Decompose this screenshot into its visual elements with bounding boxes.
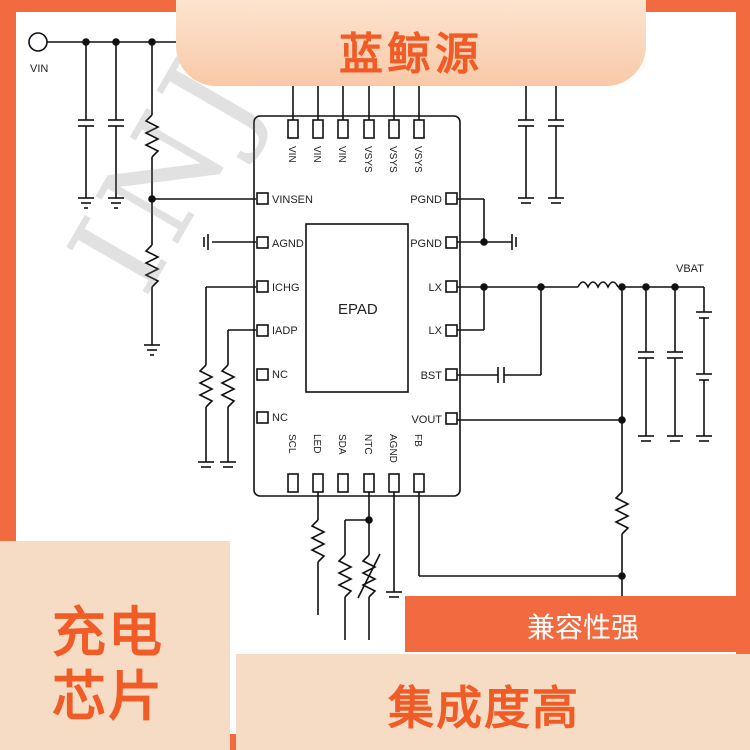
badge-line-1: 充电 — [52, 601, 164, 664]
pin-scl: SCL — [286, 434, 297, 454]
pin-nc-2: NC — [272, 412, 288, 424]
pin-ichg: ICHG — [272, 282, 300, 294]
product-badge — [0, 541, 230, 750]
pin-vin-2: VIN — [311, 146, 322, 163]
charger-ic-body — [253, 115, 461, 497]
pin-led: LED — [311, 434, 322, 453]
pin-vsys-2: VSYS — [387, 146, 398, 173]
banner-title: 蓝鲸源 — [339, 29, 483, 80]
feature-tag-compat: 兼容性强 — [405, 596, 750, 652]
pin-vin-1: VIN — [286, 146, 297, 163]
pin-bst: BST — [421, 370, 443, 382]
pin-pgnd-1: PGND — [410, 194, 442, 206]
pin-vin-3: VIN — [336, 146, 347, 163]
pin-agnd-left: AGND — [272, 238, 304, 250]
pin-vinsen: VINSEN — [272, 194, 313, 206]
pin-pgnd-2: PGND — [410, 238, 442, 250]
pin-lx-2: LX — [429, 325, 443, 337]
pin-nc-1: NC — [272, 369, 288, 381]
pin-lx-1: LX — [429, 282, 443, 294]
pin-fb: FB — [412, 434, 423, 447]
pin-vsys-1: VSYS — [362, 146, 373, 173]
epad-label: EPAD — [338, 301, 378, 318]
pin-agnd-bottom: AGND — [387, 434, 398, 463]
vbat-label: VBAT — [676, 263, 704, 275]
vin-terminal-icon — [28, 32, 48, 52]
top-banner: 蓝鲸源 — [176, 0, 646, 86]
product-badge-text: 充电 芯片 — [0, 541, 230, 750]
pin-vsys-3: VSYS — [412, 146, 423, 173]
badge-line-2: 芯片 — [52, 665, 164, 728]
pin-sda: SDA — [336, 434, 347, 455]
vin-label: VIN — [30, 63, 48, 75]
feature-tag-integration: 集成度高 — [236, 654, 750, 750]
feature-tag-integration-text: 集成度高 — [388, 681, 580, 735]
frame-right — [736, 0, 750, 750]
pin-iadp: IADP — [272, 325, 298, 337]
epad-pad — [305, 223, 409, 393]
pin-vout: VOUT — [411, 414, 442, 426]
pin-ntc: NTC — [362, 434, 373, 455]
feature-tag-compat-text: 兼容性强 — [527, 611, 640, 644]
